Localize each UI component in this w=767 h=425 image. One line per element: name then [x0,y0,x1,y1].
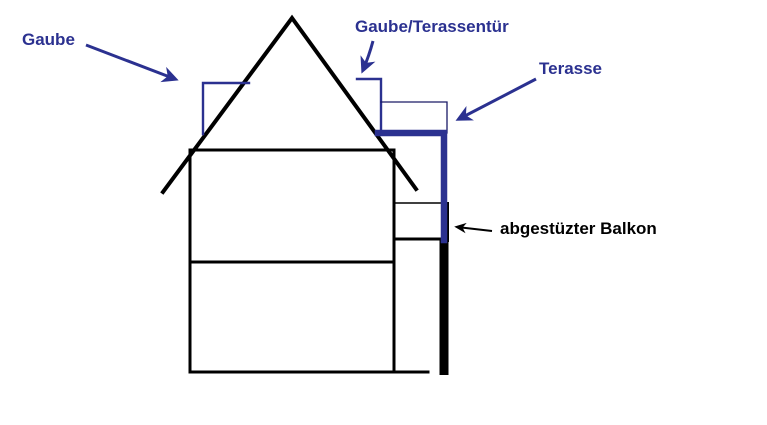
terrace-platform [380,101,448,134]
blue-annotated-structures [201,77,448,244]
label-gaube: Gaube [22,30,75,49]
arrow-gaube [85,43,179,83]
arrow-balkon [454,222,493,234]
house-structure [160,14,449,375]
arrow-terasse [455,77,537,121]
gable-roof [160,14,419,195]
label-terasse: Terasse [539,59,603,78]
arrow-gaube-terassentuer [360,40,376,74]
label-gaube-terassentuer: Gaube/Terassentür [355,17,509,36]
annotation-arrows [85,40,537,234]
label-abgestuezter-balkon: abgestüzter Balkon [500,219,657,238]
terrace-floor-and-balcony-blue-post [374,129,448,244]
left-dormer-gaube [201,81,251,136]
right-dormer-gaube-terassentuer [355,77,383,135]
